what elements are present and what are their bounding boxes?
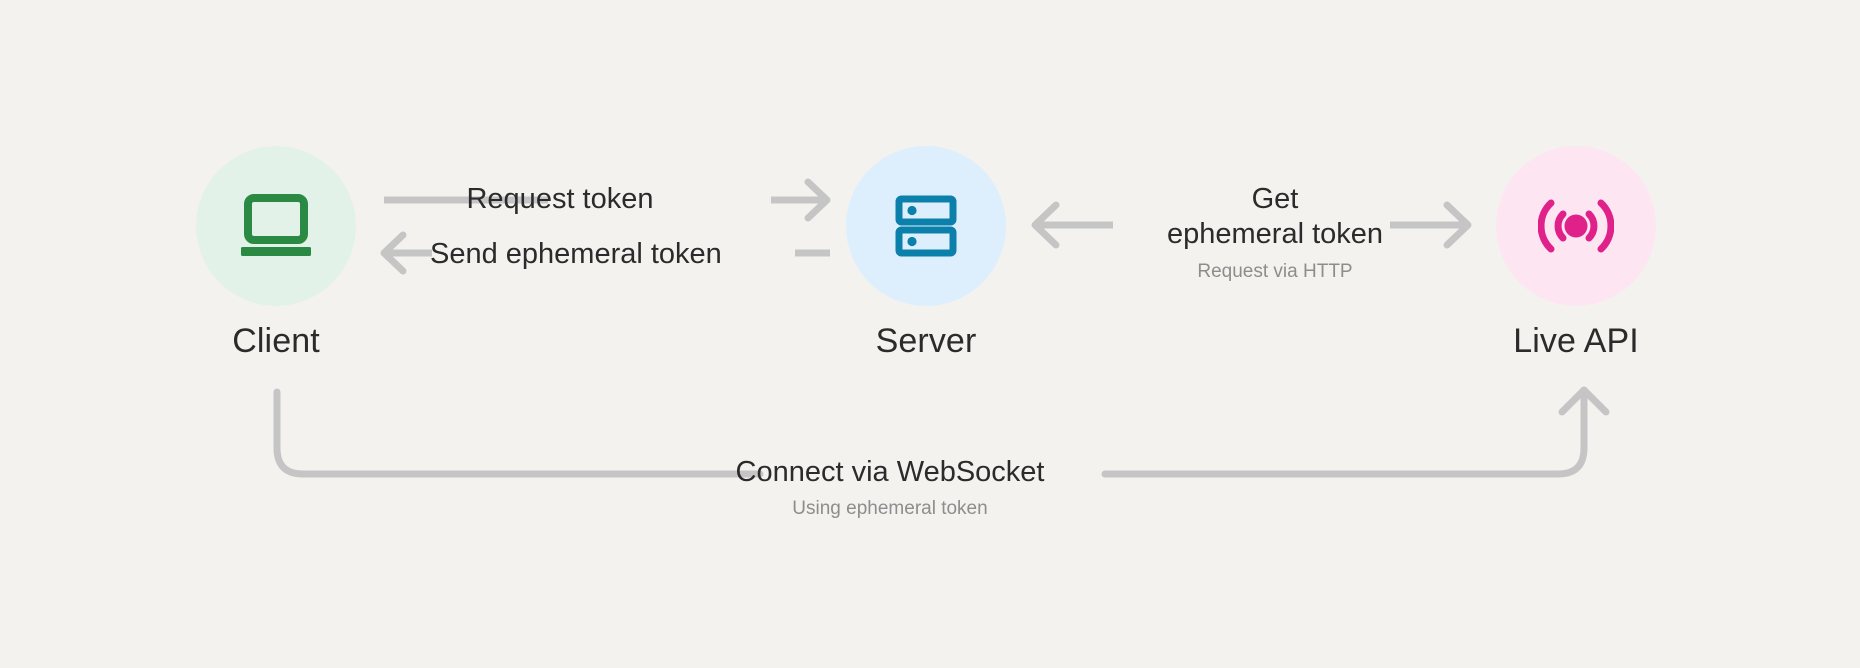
node-live-api[interactable]: Live API	[1496, 146, 1656, 358]
up-arrow-icon-websocket	[1558, 386, 1610, 416]
node-live-api-label: Live API	[1513, 322, 1639, 360]
node-client[interactable]: Client	[196, 146, 356, 358]
edge-label-send-ephemeral-token: Send ephemeral token	[430, 237, 722, 271]
node-server[interactable]: Server	[846, 146, 1006, 358]
node-client-label: Client	[232, 322, 320, 360]
edge-label-get-ephemeral-token-line2: ephemeral token	[1166, 217, 1384, 250]
edge-label-websocket-text: Connect via WebSocket	[735, 456, 1045, 488]
server-icon	[895, 195, 957, 257]
left-arrow-icon-get-token	[1031, 201, 1113, 249]
edge-label-request-token-text: Request token	[466, 183, 654, 215]
node-client-circle	[196, 146, 356, 306]
right-arrow-icon-request-token	[771, 178, 831, 222]
broadcast-icon	[1538, 199, 1614, 253]
node-server-label: Server	[875, 322, 977, 360]
edge-label-send-ephemeral-token-text: Send ephemeral token	[430, 238, 722, 270]
websocket-path-left	[273, 388, 764, 478]
laptop-icon	[241, 194, 311, 256]
edge-label-websocket: Connect via WebSocket Using ephemeral to…	[690, 455, 1090, 521]
edge-label-get-ephemeral-token-line1: Get	[1251, 183, 1299, 215]
node-live-api-circle	[1496, 146, 1656, 306]
edge-sublabel-using-ephemeral-token: Using ephemeral token	[792, 498, 988, 520]
edge-sublabel-request-via-http: Request via HTTP	[1197, 260, 1353, 282]
node-server-circle	[846, 146, 1006, 306]
left-arrow-icon-send-token	[380, 231, 432, 275]
websocket-path-right	[1101, 388, 1588, 478]
edge-label-get-ephemeral-token: Get ephemeral token Request via HTTP	[1140, 182, 1410, 283]
edge-label-request-token: Request token	[440, 182, 680, 216]
